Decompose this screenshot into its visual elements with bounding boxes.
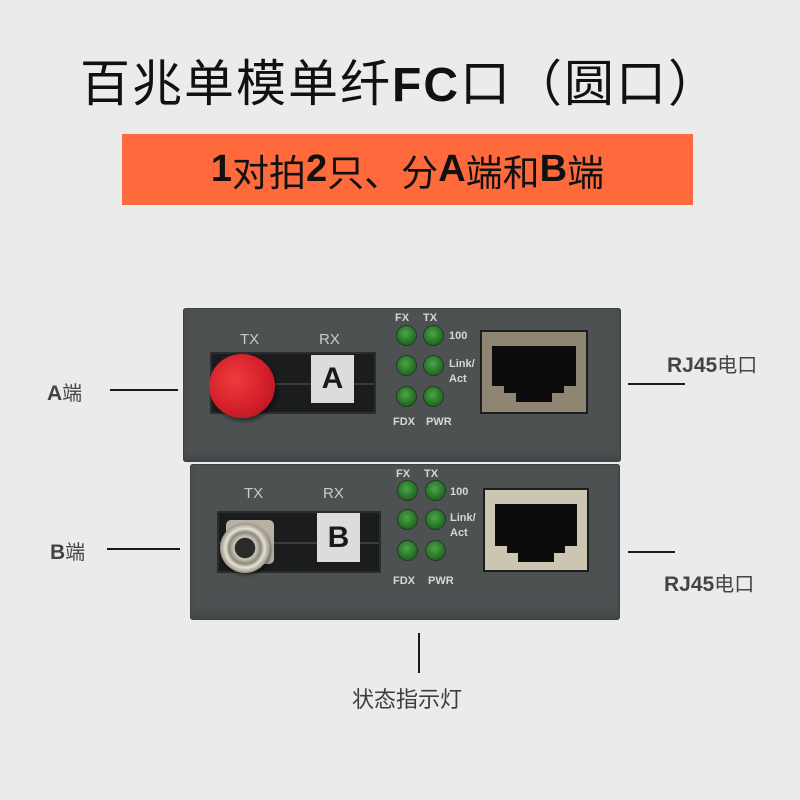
led-link-act-icon [424,356,443,375]
label-rj45-bottom: RJ45电口 [664,568,754,597]
label-a-end: A端 [47,377,82,406]
label-a-text: 端 [62,381,83,405]
led-label-act: Act [450,527,468,539]
tx-label: TX [244,485,264,502]
rj45-top-text: 电口 [717,353,758,377]
banner-text1: 对拍 [232,151,307,195]
page-title: 百兆单模单纤FC口（圆口） [0,44,800,116]
leader-line-b [107,548,180,550]
title-part1: 百兆单模单纤 [80,55,392,113]
led-tx-icon [424,326,443,345]
leader-line-rj45-bottom [628,551,675,553]
rj45-top-bold: RJ45 [667,354,718,377]
tx-label: TX [240,331,260,348]
rj45-opening-tab [518,552,554,562]
label-status-leds: 状态指示灯 [352,688,463,713]
led-label-fdx: FDX [393,416,415,428]
led-label-fx: FX [396,468,411,480]
led-label-pwr: PWR [426,416,452,428]
fc-fiber-port-icon[interactable] [220,523,270,573]
led-label-pwr: PWR [428,575,454,587]
led-fx-icon [398,481,417,500]
port-label-a: A [311,355,354,403]
port-label-b: B [317,513,360,562]
leader-line-status [418,633,420,673]
led-label-fx: FX [395,312,410,324]
rx-label: RX [319,331,340,348]
led-label-fdx: FDX [393,575,415,587]
led-label-link: Link/ [450,512,476,524]
slot-divider [219,542,379,544]
rj45-opening-step [504,384,564,393]
led-fdx-icon [398,541,417,560]
led-fdx-icon [397,387,416,406]
banner-num2: 2 [306,148,328,190]
leader-line-rj45-top [628,383,685,385]
led-label-100: 100 [449,330,468,342]
led-fx-icon [397,326,416,345]
label-rj45-top: RJ45电口 [667,349,757,378]
label-b-text: 端 [65,540,86,564]
led-pwr-icon [426,541,445,560]
slot-divider [212,383,374,385]
led-pwr-icon [424,387,443,406]
rj45-opening [492,346,576,386]
led-label-link: Link/ [449,358,475,370]
led-fx-link-icon [398,510,417,529]
label-b-end: B端 [50,536,85,565]
label-b-letter: B [50,541,66,564]
banner-text4: 端 [567,151,605,195]
rj45-opening-tab [516,392,552,402]
led-label-100: 100 [450,486,469,498]
led-link-act-icon [426,510,445,529]
rj45-bottom-bold: RJ45 [664,573,715,596]
device-b: TX RX B FX TX 100 Link/ Act FDX PWR [190,464,620,620]
leader-line-a [110,389,178,391]
led-fx-link-icon [397,356,416,375]
rj45-bottom-text: 电口 [714,572,755,596]
rj45-port[interactable] [480,330,588,414]
rx-label: RX [323,485,344,502]
banner-b: B [539,148,568,190]
rj45-port[interactable] [483,488,589,572]
label-a-letter: A [47,382,63,405]
device-a: TX RX A FX TX 100 Link/ Act FDX PWR [183,308,621,462]
banner-text3: 端和 [465,151,540,195]
led-label-tx: TX [424,468,439,480]
led-label-tx: TX [423,312,438,324]
banner-num1: 1 [210,148,233,190]
led-tx-icon [426,481,445,500]
rj45-opening [495,504,577,546]
red-dust-cap-icon[interactable] [209,354,275,418]
banner-a: A [438,148,466,190]
rj45-opening-step [507,544,565,553]
title-part2: 口（圆口） [459,55,720,113]
led-label-act: Act [449,373,467,385]
title-bold: FC [392,59,460,112]
banner-text2: 只、分 [327,151,439,195]
